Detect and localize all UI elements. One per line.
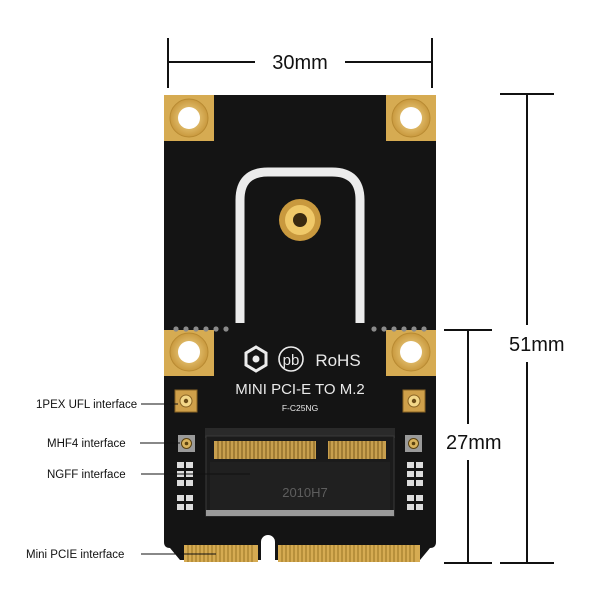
callout-ngff-label: NGFF interface xyxy=(47,469,126,481)
rohs-mark: RoHS xyxy=(315,351,360,370)
mini-pcie-gold-fingers xyxy=(184,545,420,562)
mounting-pad-mid-left xyxy=(164,330,214,376)
callout-minipcie-label: Mini PCIE interface xyxy=(26,549,124,561)
via-dots xyxy=(173,326,427,332)
m2-mounting-hole xyxy=(279,199,321,241)
callout-mhf4-label: MHF4 interface xyxy=(47,438,126,450)
callout-mhf4: MHF4 interface xyxy=(47,438,180,450)
width-label: 30mm xyxy=(272,52,328,74)
ufl-connector-right xyxy=(402,389,426,413)
mounting-pad-top-left xyxy=(164,95,214,141)
height-dimension: 51mm xyxy=(500,93,565,564)
width-dimension: 30mm xyxy=(167,38,433,88)
pcb-board: pb RoHS MINI PCI-E TO M.2 F-C25NG xyxy=(164,95,436,562)
ngff-slot: 2010H7 xyxy=(205,428,395,517)
brand-logo xyxy=(244,345,268,373)
pb-free-icon: pb xyxy=(278,346,304,372)
height-label: 51mm xyxy=(509,334,565,356)
callout-minipcie: Mini PCIE interface xyxy=(26,549,216,561)
board-title: MINI PCI-E TO M.2 xyxy=(235,381,364,398)
mounting-pad-mid-right xyxy=(386,330,436,376)
smd-pads-right xyxy=(407,462,423,510)
half-height-dimension: 27mm xyxy=(444,329,502,564)
board-model: F-C25NG xyxy=(282,403,318,413)
callout-ufl-label: 1PEX UFL interface xyxy=(36,399,137,411)
mhf4-connector-right xyxy=(405,435,422,452)
ngff-chip-marking: 2010H7 xyxy=(282,485,328,500)
mounting-pad-top-right xyxy=(386,95,436,141)
half-height-label: 27mm xyxy=(446,432,502,454)
ufl-connector-left xyxy=(174,389,198,413)
callout-ufl: 1PEX UFL interface xyxy=(36,399,178,411)
silkscreen-u-outline xyxy=(235,167,365,323)
mhf4-connector-left xyxy=(178,435,195,452)
callout-ngff: NGFF interface xyxy=(47,469,250,481)
pb-logo-text: pb xyxy=(283,352,300,369)
